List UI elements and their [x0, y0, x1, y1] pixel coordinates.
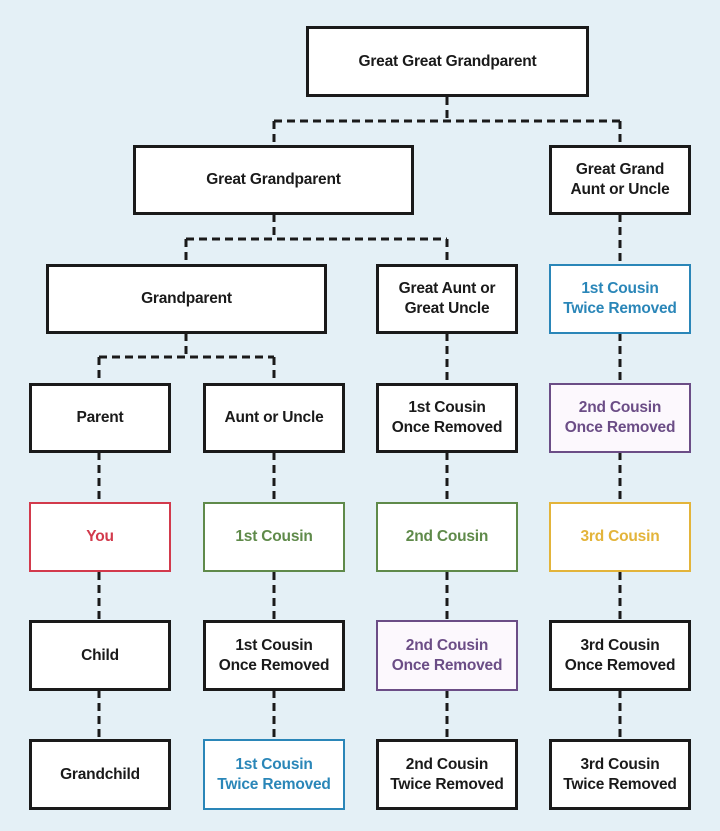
node-grandchild: Grandchild — [29, 739, 171, 810]
connector-gp-branch — [184, 214, 449, 265]
node-3rd-cousin-once-removed: 3rd Cousin Once Removed — [549, 620, 691, 691]
node-grandparent: Grandparent — [46, 264, 327, 334]
node-2nd-cousin-once-removed-top: 2nd Cousin Once Removed — [549, 383, 691, 453]
node-great-aunt-or-uncle: Great Aunt or Great Uncle — [376, 264, 518, 334]
node-1st-cousin: 1st Cousin — [203, 502, 345, 572]
node-1st-cousin-twice-removed-bottom: 1st Cousin Twice Removed — [203, 739, 345, 810]
connector-ggp-branch — [272, 97, 622, 146]
node-great-great-grandparent: Great Great Grandparent — [306, 26, 589, 97]
node-2nd-cousin-twice-removed: 2nd Cousin Twice Removed — [376, 739, 518, 810]
node-child: Child — [29, 620, 171, 691]
node-1st-cousin-once-removed-bottom: 1st Cousin Once Removed — [203, 620, 345, 691]
node-2nd-cousin: 2nd Cousin — [376, 502, 518, 572]
node-you: You — [29, 502, 171, 572]
connector-parent-branch — [97, 333, 276, 384]
node-3rd-cousin-twice-removed: 3rd Cousin Twice Removed — [549, 739, 691, 810]
node-2nd-cousin-once-removed-bottom: 2nd Cousin Once Removed — [376, 620, 518, 691]
node-great-grandparent: Great Grandparent — [133, 145, 414, 215]
node-1st-cousin-twice-removed-top: 1st Cousin Twice Removed — [549, 264, 691, 334]
node-aunt-or-uncle: Aunt or Uncle — [203, 383, 345, 453]
node-1st-cousin-once-removed-top: 1st Cousin Once Removed — [376, 383, 518, 453]
node-great-grand-aunt-or-uncle: Great Grand Aunt or Uncle — [549, 145, 691, 215]
node-parent: Parent — [29, 383, 171, 453]
node-3rd-cousin: 3rd Cousin — [549, 502, 691, 572]
